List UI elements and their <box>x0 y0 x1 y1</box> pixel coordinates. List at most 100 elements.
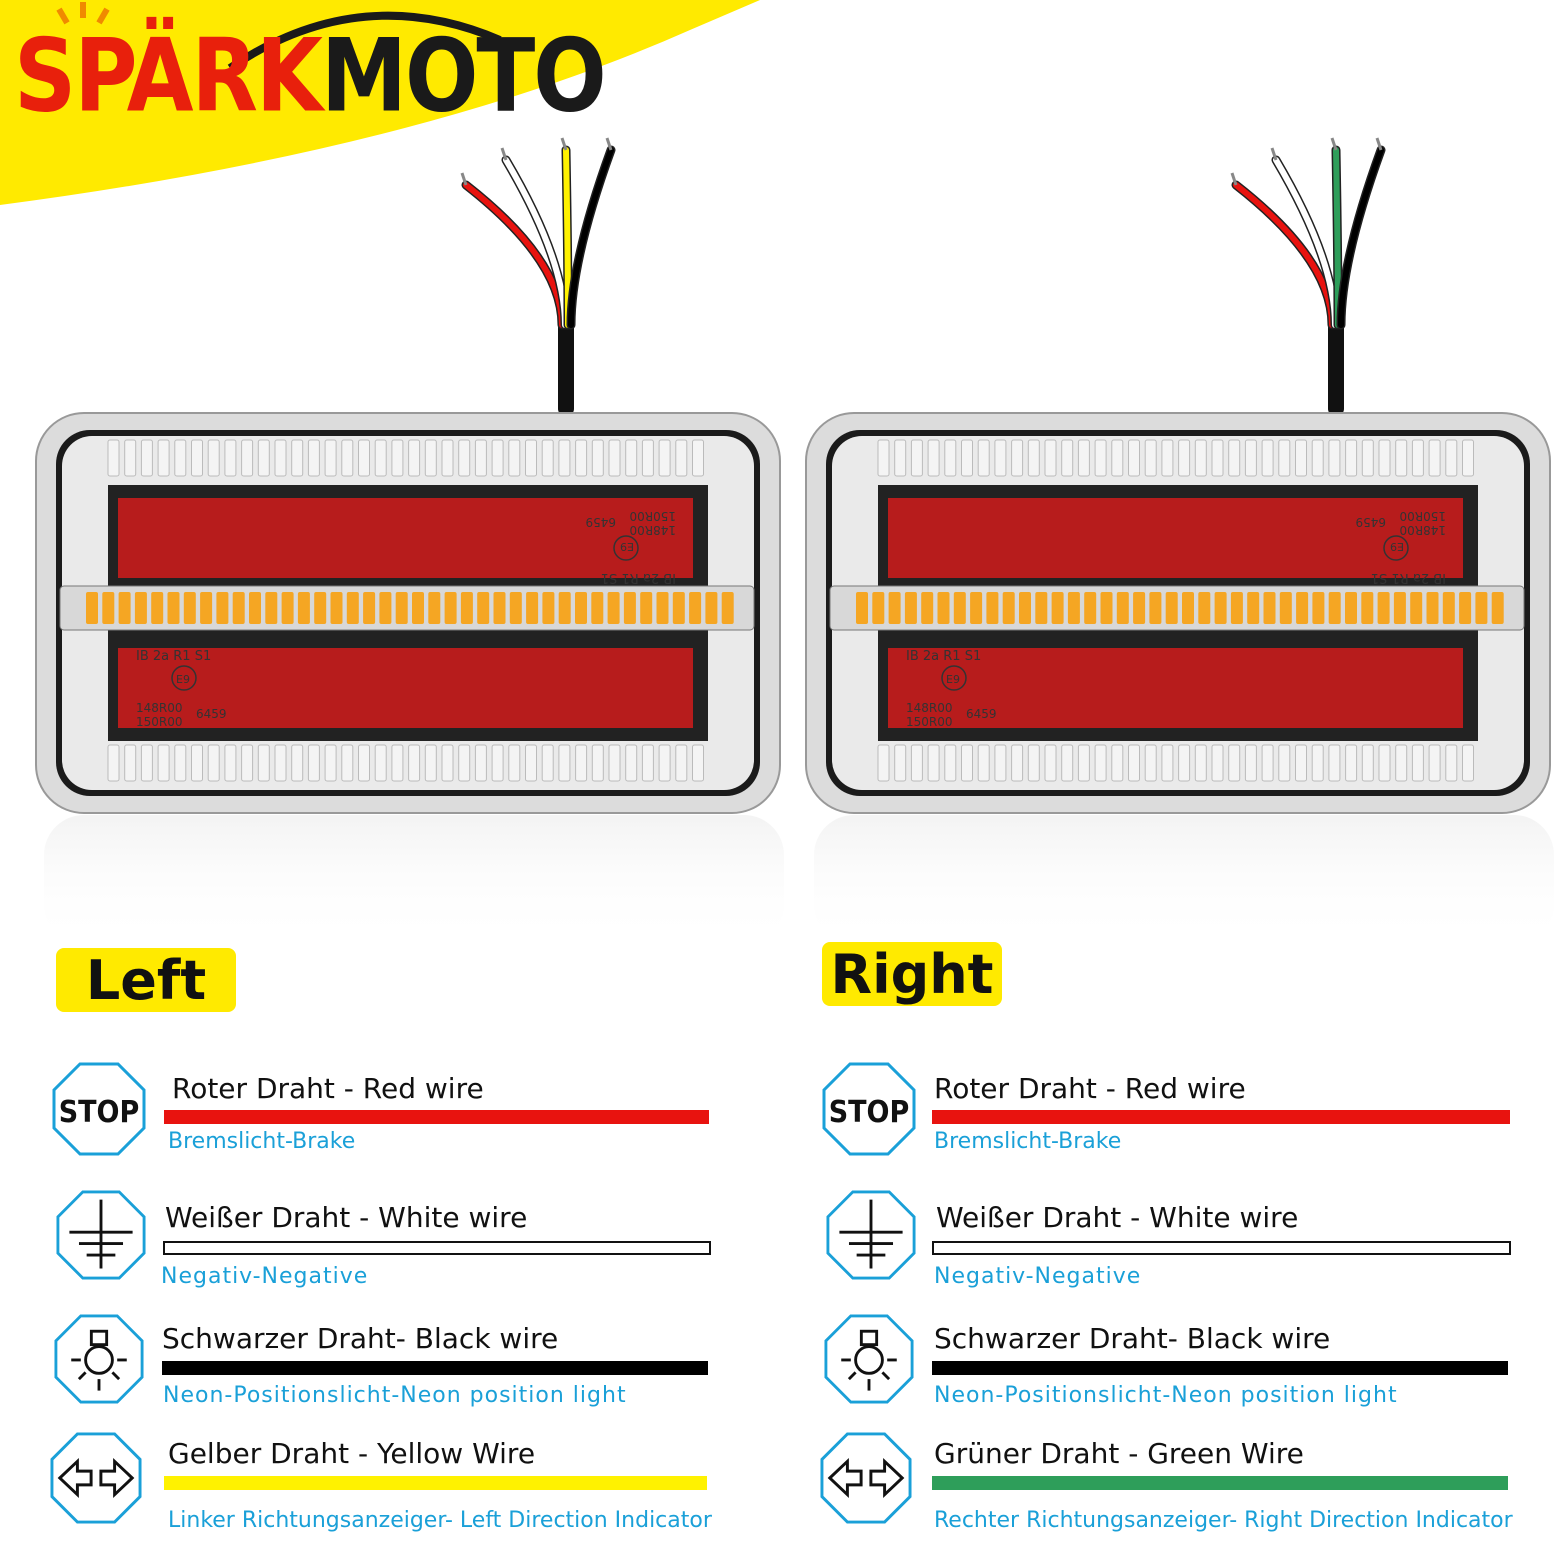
led-segment <box>107 439 120 477</box>
led-segment <box>608 439 621 477</box>
led-segment <box>994 439 1007 477</box>
led-segment <box>591 744 604 782</box>
amber-led <box>297 592 310 624</box>
led-segment <box>1244 744 1257 782</box>
led-segment <box>1295 744 1307 782</box>
led-segment <box>157 439 170 477</box>
led-segment <box>174 439 187 477</box>
led-segment <box>1278 439 1291 477</box>
led-segment <box>1194 744 1207 782</box>
cable <box>558 320 574 415</box>
left-row-2-subtitle: Negativ-Negative <box>161 1264 369 1289</box>
right-row-3-subtitle: Neon-Positionslicht-Neon position light <box>934 1383 1398 1408</box>
led-segment <box>508 439 521 477</box>
brand-part-1: SPÄRK <box>14 17 323 135</box>
wire-tip <box>560 137 568 151</box>
led-segment <box>910 439 923 477</box>
amber-led <box>118 592 131 624</box>
amber-led <box>1100 592 1113 624</box>
led-segment <box>1077 744 1090 782</box>
lamp-marking-text: IB 2a R1 S1 <box>136 649 211 664</box>
amber-led <box>1035 592 1048 624</box>
amber-led <box>970 592 983 624</box>
lamp-marking-text: IB 2a R1 S1 <box>1371 570 1446 585</box>
led-segment <box>910 744 923 782</box>
amber-led <box>1247 592 1260 624</box>
amber-led <box>921 592 934 624</box>
right-row-2-title: Weißer Draht - White wire <box>936 1201 1299 1234</box>
led-segment <box>241 744 254 782</box>
led-segment <box>191 744 203 782</box>
led-segment <box>1161 744 1174 782</box>
amber-led <box>1459 592 1472 624</box>
led-segment <box>274 439 287 477</box>
red-reflector-upper <box>118 498 693 578</box>
led-segment <box>1261 744 1274 782</box>
left-red-wire-bar <box>164 1110 709 1124</box>
led-segment <box>1411 439 1424 477</box>
right-row-2-subtitle: Negativ-Negative <box>934 1264 1142 1289</box>
amber-led <box>281 592 294 624</box>
wire-tip <box>1270 147 1278 161</box>
right-green-wire-bar <box>932 1476 1508 1490</box>
left-row-3-title: Schwarzer Draht- Black wire <box>162 1322 559 1355</box>
left-row-4-title: Gelber Draht - Yellow Wire <box>168 1437 536 1470</box>
amber-led <box>86 592 98 624</box>
wire <box>1338 147 1384 328</box>
amber-led <box>1426 592 1439 624</box>
led-segment <box>625 439 638 477</box>
led-segment <box>307 744 320 782</box>
lamp-marking-text: E9 <box>620 540 634 553</box>
left-white-wire-bar <box>163 1241 711 1255</box>
led-segment <box>241 439 254 477</box>
amber-led <box>134 592 147 624</box>
amber-led <box>705 592 718 624</box>
led-segment <box>1111 744 1124 782</box>
led-segment <box>307 439 320 477</box>
right-row-1-title: Roter Draht - Red wire <box>934 1072 1246 1105</box>
amber-led <box>721 592 734 624</box>
red-reflector-upper <box>888 498 1463 578</box>
led-segment <box>124 439 137 477</box>
wire-tip <box>1230 172 1238 186</box>
left-row-4-subtitle: Linker Richtungsanzeiger- Left Direction… <box>168 1508 712 1533</box>
amber-led <box>558 592 571 624</box>
led-segment <box>1061 439 1074 477</box>
amber-led <box>1345 592 1357 624</box>
led-segment <box>341 439 354 477</box>
lamp-reflection <box>814 815 1554 945</box>
led-segment <box>341 744 354 782</box>
led-segment <box>424 744 437 782</box>
led-segment <box>927 744 940 782</box>
amber-led <box>232 592 245 624</box>
amber-led <box>1019 592 1031 624</box>
led-segment <box>625 744 638 782</box>
lamp-marking-text: IB 2a R1 S1 <box>601 570 676 585</box>
right-tag: Right <box>822 942 1002 1006</box>
lamp-marking-text: E9 <box>1390 540 1404 553</box>
amber-led <box>330 592 343 624</box>
led-segment <box>525 744 537 782</box>
wire-tip <box>500 147 508 161</box>
led-segment <box>641 439 654 477</box>
approval-mark <box>941 665 967 691</box>
direction-indicator-icon <box>820 1432 912 1524</box>
stop-icon-text: STOP <box>829 1095 910 1130</box>
led-segment <box>1428 439 1441 477</box>
led-segment <box>1178 744 1191 782</box>
led-segment <box>1428 744 1441 782</box>
led-segment <box>1378 744 1391 782</box>
led-segment <box>1027 439 1040 477</box>
left-yellow-wire-bar <box>164 1476 707 1490</box>
stop-icon: STOP <box>52 1062 146 1156</box>
led-segment <box>174 744 187 782</box>
amber-led <box>1182 592 1194 624</box>
amber-led <box>1084 592 1097 624</box>
led-segment <box>207 439 220 477</box>
led-segment <box>961 439 973 477</box>
amber-led <box>888 592 901 624</box>
led-segment <box>324 744 337 782</box>
led-segment <box>977 744 990 782</box>
direction-indicator-icon <box>50 1432 142 1524</box>
wire-outline <box>1336 145 1386 330</box>
